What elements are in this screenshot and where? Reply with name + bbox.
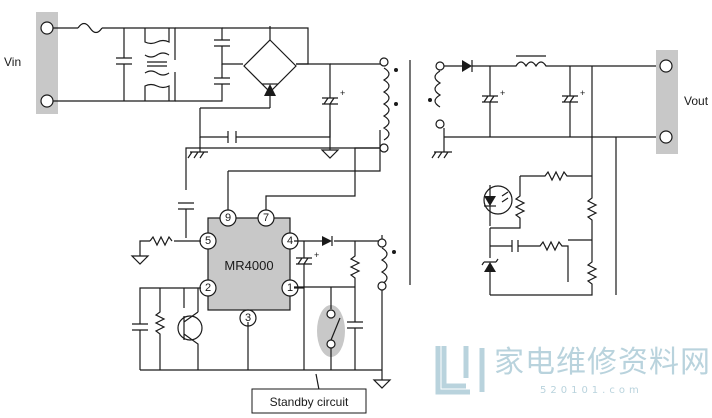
fuse <box>77 22 103 34</box>
vin-connector <box>36 12 58 114</box>
standby-callout: Standby circuit <box>251 388 367 414</box>
vin-label: Vin <box>4 55 21 69</box>
standby-label: Standby circuit <box>270 395 349 409</box>
ic-pin-5: 5 <box>199 232 217 250</box>
transformer-secondary <box>428 61 445 129</box>
vout-connector <box>656 50 678 154</box>
svg-text:+: + <box>314 250 319 260</box>
watermark-main: 家电维修资料网 <box>494 345 711 380</box>
ic-pin-9: 9 <box>219 209 237 227</box>
vout-label: Vout <box>684 94 709 108</box>
ic-pin-label: 3 <box>245 312 251 324</box>
bulk-capacitor: + <box>320 88 345 159</box>
ic-pin-label: 2 <box>205 282 211 294</box>
svg-text:+: + <box>340 88 345 98</box>
svg-text:+: + <box>580 88 585 98</box>
ic-pin-label: 7 <box>263 212 269 224</box>
ic-pin-label: 9 <box>225 212 231 224</box>
transformer-primary <box>379 57 398 153</box>
ic-pin-label: 4 <box>287 235 293 247</box>
watermark-sub: 520101.com <box>540 385 643 396</box>
bridge-rectifier <box>187 26 331 159</box>
standby-switch <box>294 286 363 370</box>
ic-pin-label: 1 <box>287 282 293 294</box>
svg-text:+: + <box>500 88 505 98</box>
feedback-network <box>481 66 617 296</box>
ic-pin-label: 5 <box>205 235 211 247</box>
ic-pin-7: 7 <box>257 209 275 227</box>
ic-label: MR4000 <box>224 258 273 273</box>
ic-mr4000: MR4000 <box>207 217 291 311</box>
ic-pin-2: 2 <box>199 279 217 297</box>
transformer-aux <box>377 238 396 291</box>
watermark: 家电维修资料网 520101.com <box>435 345 711 396</box>
ic-pin-4: 4 <box>281 232 299 250</box>
